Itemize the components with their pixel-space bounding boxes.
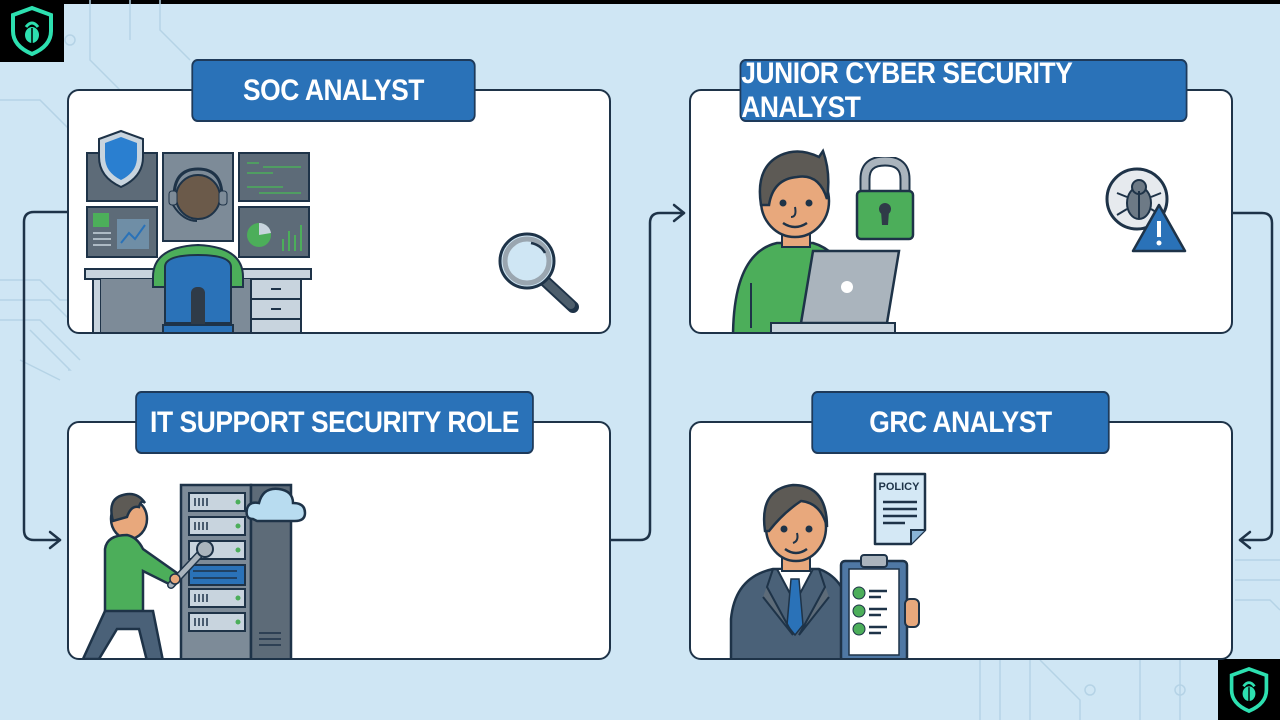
bug-warning-icon	[1105, 167, 1187, 253]
policy-document-icon: POLICY	[873, 472, 929, 546]
card-it-support-security-role	[67, 421, 611, 660]
bug-shield-icon	[1229, 666, 1269, 713]
technician-at-server-rack-illustration	[82, 483, 307, 658]
label-junior-cyber-security-analyst: JUNIOR CYBER SECURITY ANALYST	[739, 57, 1188, 124]
label-grc-analyst: GRC ANALYST	[811, 391, 1110, 454]
policy-label: POLICY	[878, 481, 920, 493]
padlock-icon	[855, 157, 915, 241]
shield-logo-bottom-right	[1218, 659, 1280, 720]
businessman-with-clipboard-illustration	[729, 483, 920, 658]
card-grc-analyst: POLICY	[689, 421, 1233, 660]
card-soc-analyst	[67, 89, 611, 334]
card-junior-cyber-security-analyst	[689, 89, 1233, 334]
bug-shield-icon	[11, 5, 53, 57]
person-with-laptop-illustration	[731, 148, 901, 332]
label-soc-analyst: SOC ANALYST	[191, 59, 476, 122]
analyst-at-monitors-illustration	[84, 129, 312, 332]
magnifier-icon	[498, 232, 579, 313]
label-it-support-security-role: IT SUPPORT SECURITY ROLE	[135, 391, 534, 454]
shield-logo-top-left	[0, 0, 64, 62]
top-black-bar	[0, 0, 1280, 4]
